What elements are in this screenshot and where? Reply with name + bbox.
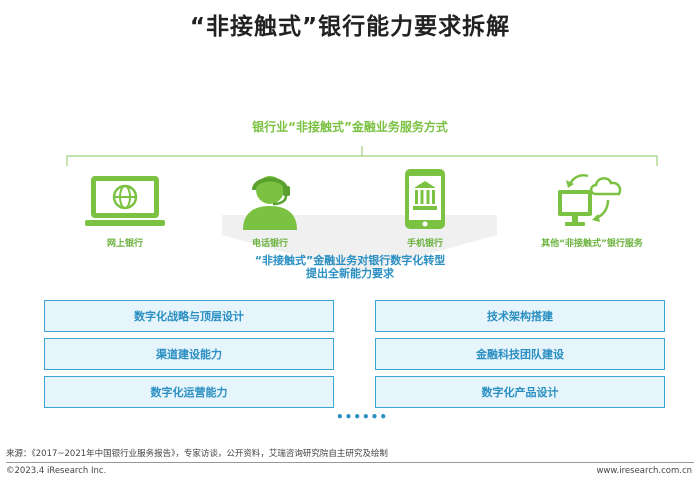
channel-online-bank: 网上银行 <box>60 168 190 249</box>
brace-bracket <box>66 146 658 166</box>
transition-line-2: 提出全新能力要求 <box>306 267 394 280</box>
transition-line-1: “非接触式”金融业务对银行数字化转型 <box>254 254 446 267</box>
call-agent-headset-icon <box>243 176 297 230</box>
capability-box: 数字化战略与顶层设计 <box>44 300 334 332</box>
transition-text: “非接触式”金融业务对银行数字化转型 提出全新能力要求 <box>0 254 700 280</box>
computer-globe-icon <box>85 176 165 226</box>
channel-label: 网上银行 <box>106 239 143 249</box>
page-title: “非接触式”银行能力要求拆解 <box>189 14 511 40</box>
more-dots: •••••• <box>336 410 389 424</box>
channel-label: 电话银行 <box>251 239 288 249</box>
source-note: 来源：《2017~2021年中国银行业服务报告》，专家访谈，公开资料，艾瑞咨询研… <box>6 449 388 459</box>
website-link[interactable]: www.iresearch.com.cn <box>596 466 692 476</box>
capability-box: 数字化产品设计 <box>375 376 665 408</box>
capability-box: 技术架构搭建 <box>375 300 665 332</box>
channel-other-services: 其他“非接触式”银行服务 <box>527 168 657 249</box>
capability-box: 金融科技团队建设 <box>375 338 665 370</box>
channel-mobile-bank: 手机银行 <box>360 168 490 249</box>
mobile-bank-icon <box>405 169 445 229</box>
channel-label: 其他“非接触式”银行服务 <box>541 239 643 249</box>
cloud-computer-sync-icon <box>558 174 622 226</box>
channel-phone-bank: 电话银行 <box>205 168 335 249</box>
channel-label: 手机银行 <box>406 239 443 249</box>
footer-divider <box>6 462 694 463</box>
capability-box: 数字化运营能力 <box>44 376 334 408</box>
copyright: ©2023.4 iResearch Inc. <box>6 466 107 476</box>
section-subtitle: 银行业“非接触式”金融业务服务方式 <box>252 120 448 134</box>
capability-box: 渠道建设能力 <box>44 338 334 370</box>
